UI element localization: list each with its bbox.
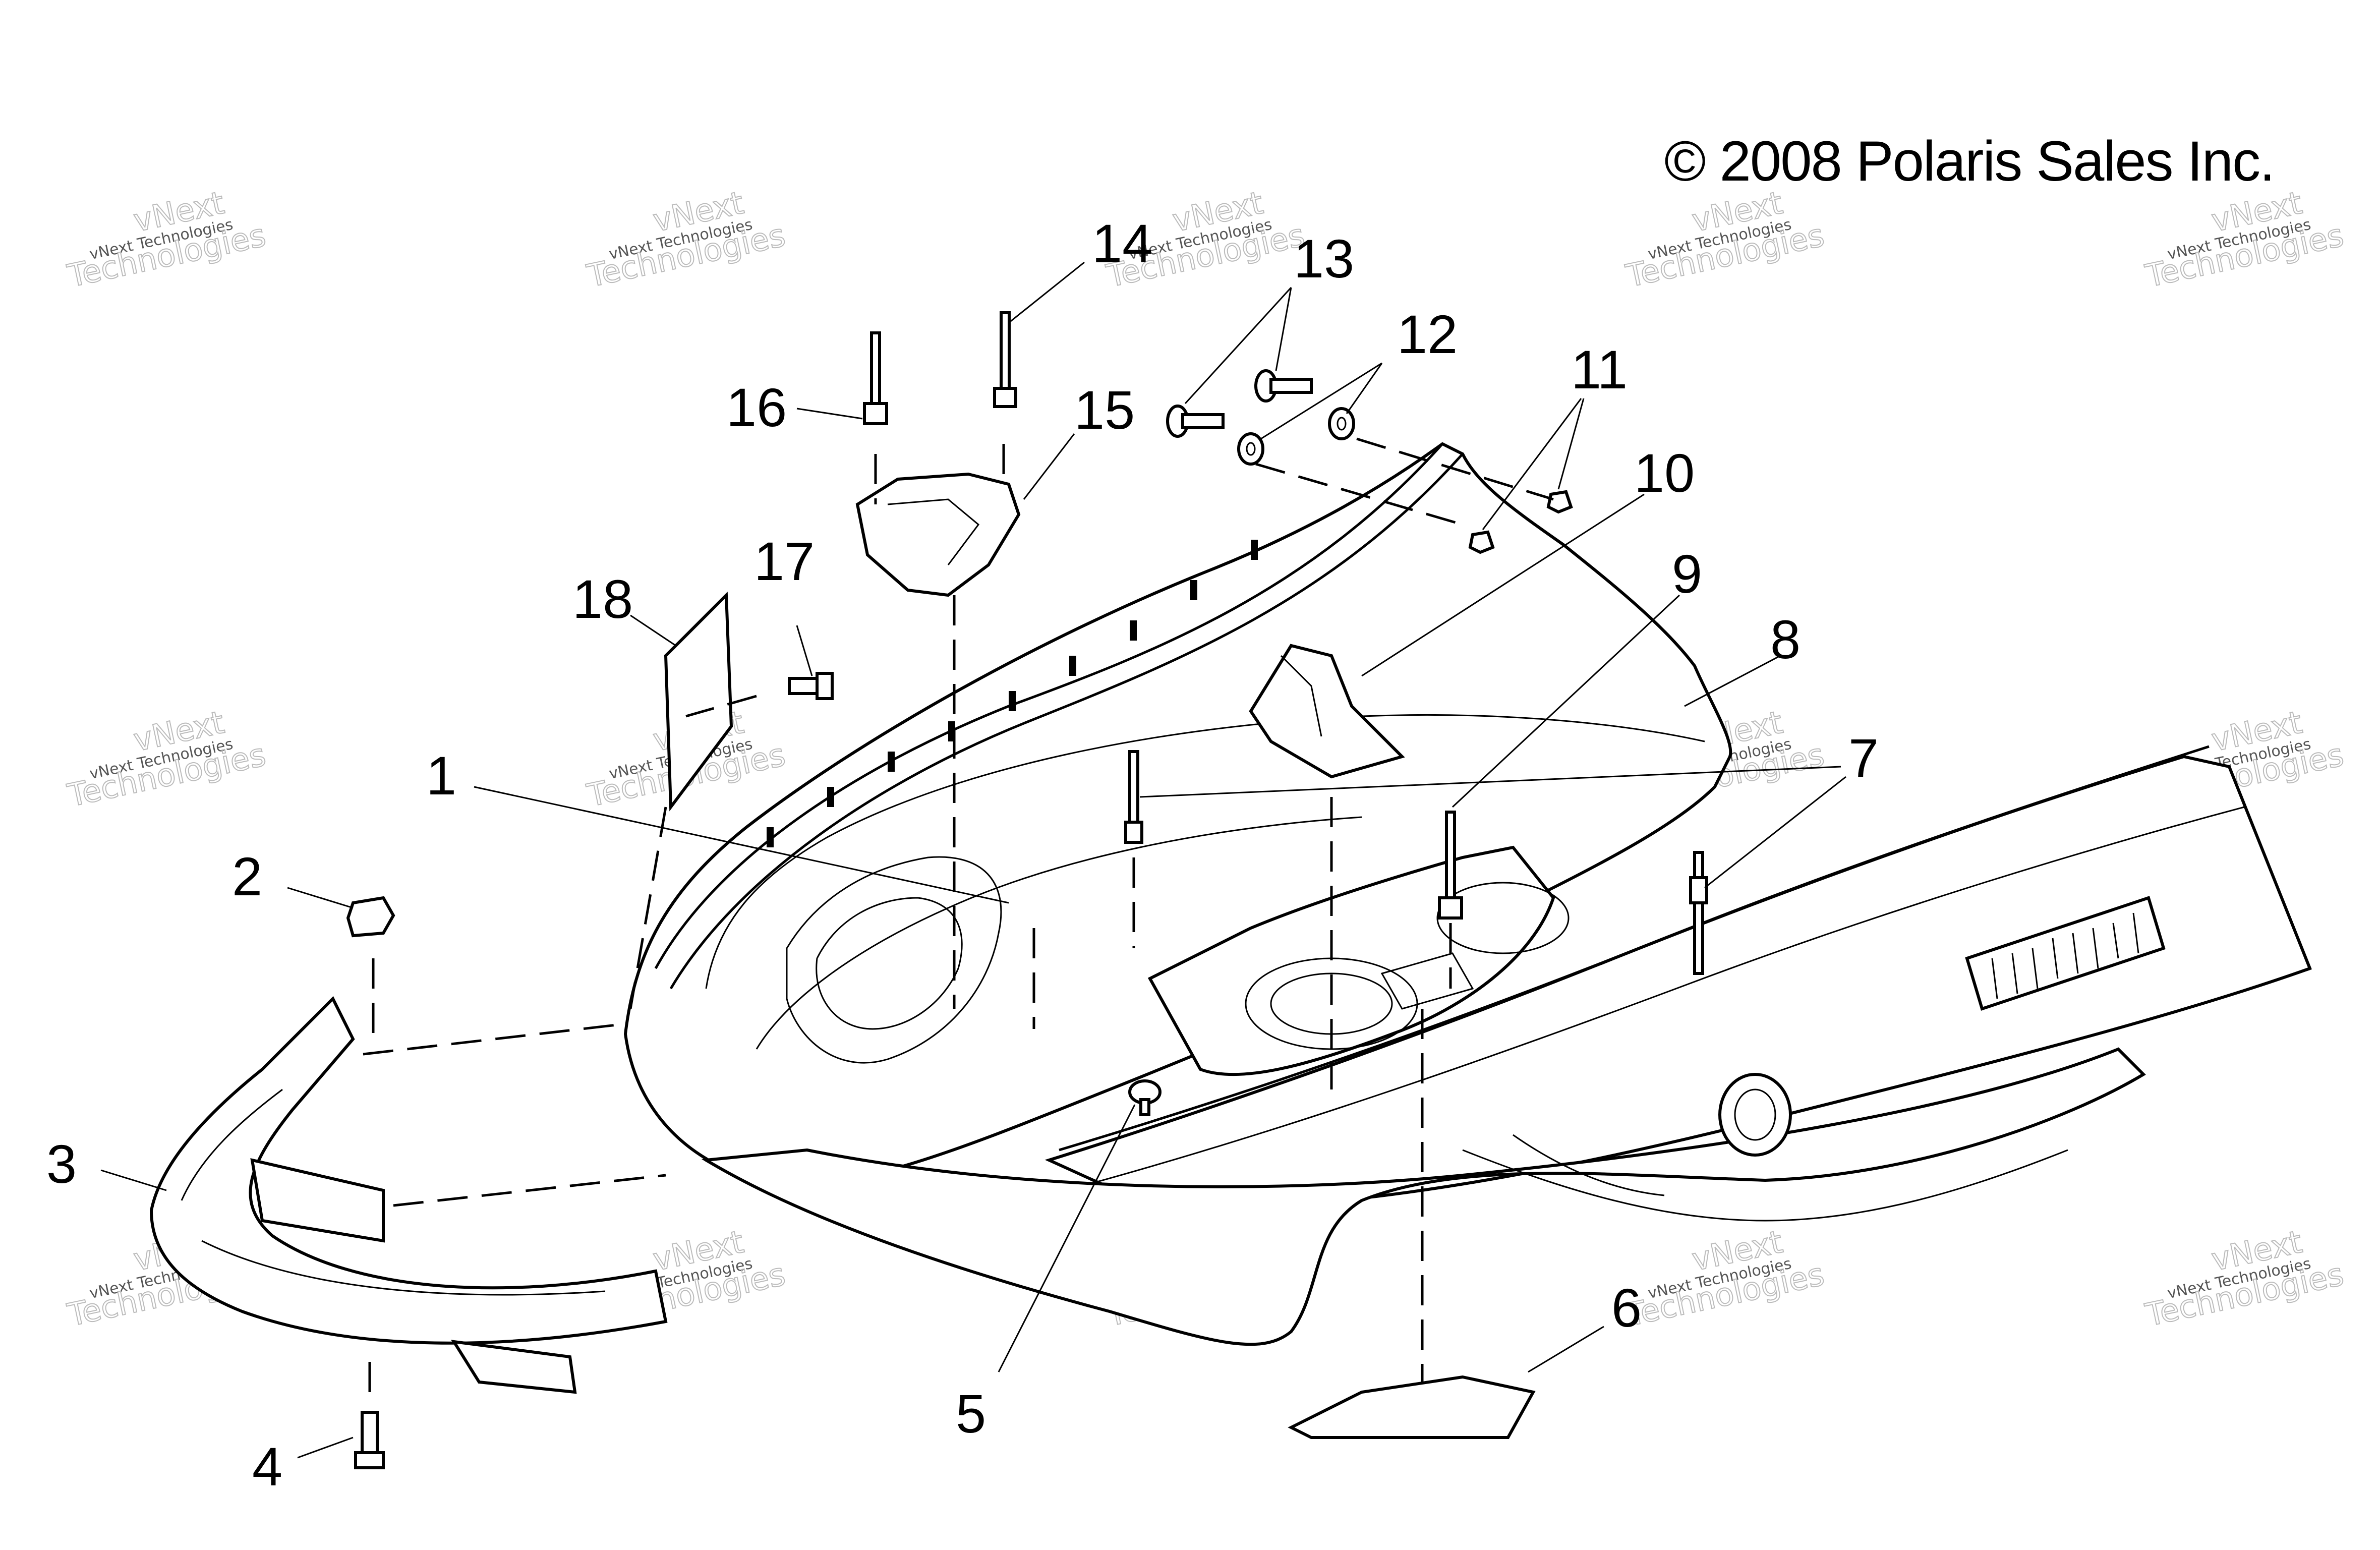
- belly-pan: [701, 1047, 2146, 1346]
- nut-part-2: [346, 896, 395, 938]
- callout-7: 7: [1848, 727, 1879, 788]
- callout-15: 15: [1074, 379, 1135, 440]
- trim-part-18: [664, 592, 733, 812]
- callout-11: 11: [1571, 339, 1628, 400]
- hood-shell: [623, 442, 1732, 1186]
- side-vent-grill: [1965, 896, 2166, 1011]
- bolt-part-17: [788, 672, 834, 700]
- washer-part-12: [1237, 407, 1355, 466]
- plate-part-6: [1288, 1375, 1536, 1439]
- callout-14: 14: [1092, 213, 1152, 274]
- assembly-lines: [363, 437, 1554, 1402]
- callout-10: 10: [1634, 442, 1695, 503]
- front-bumper: [149, 996, 668, 1394]
- stud-part-7: [1124, 750, 1708, 975]
- callout-12: 12: [1397, 304, 1458, 365]
- callout-labels: 1 2 3 4 5 6 7 8 9 10 11 12 13 14 15 16 1…: [46, 213, 1879, 1497]
- callout-18: 18: [572, 568, 633, 629]
- callout-16: 16: [726, 377, 787, 438]
- nut-part-11: [1468, 490, 1573, 554]
- callout-13: 13: [1294, 228, 1354, 289]
- bracket-part-15: [855, 472, 1021, 597]
- callout-1: 1: [426, 745, 456, 806]
- bolt-part-9: [1438, 811, 1463, 920]
- callout-17: 17: [754, 531, 815, 592]
- hood-inner-contour: [705, 714, 1705, 989]
- callout-8: 8: [1770, 609, 1801, 670]
- rivet-part-5: [1128, 1079, 1162, 1116]
- bolt-part-14: [993, 311, 1017, 408]
- callout-9: 9: [1672, 543, 1702, 604]
- callout-3: 3: [46, 1133, 77, 1194]
- callout-4: 4: [252, 1436, 282, 1497]
- callout-6: 6: [1611, 1277, 1642, 1338]
- bolt-part-16: [863, 331, 888, 425]
- leader-lines: [100, 261, 1846, 1459]
- bolt-part-4: [354, 1411, 385, 1469]
- copyright-notice: © 2008 Polaris Sales Inc.: [1664, 130, 2275, 193]
- bracket-part-10: [1249, 644, 1405, 779]
- screw-part-13: [1166, 369, 1313, 438]
- callout-2: 2: [232, 846, 262, 907]
- hood-assembly: [623, 442, 2312, 1346]
- callout-5: 5: [956, 1383, 986, 1444]
